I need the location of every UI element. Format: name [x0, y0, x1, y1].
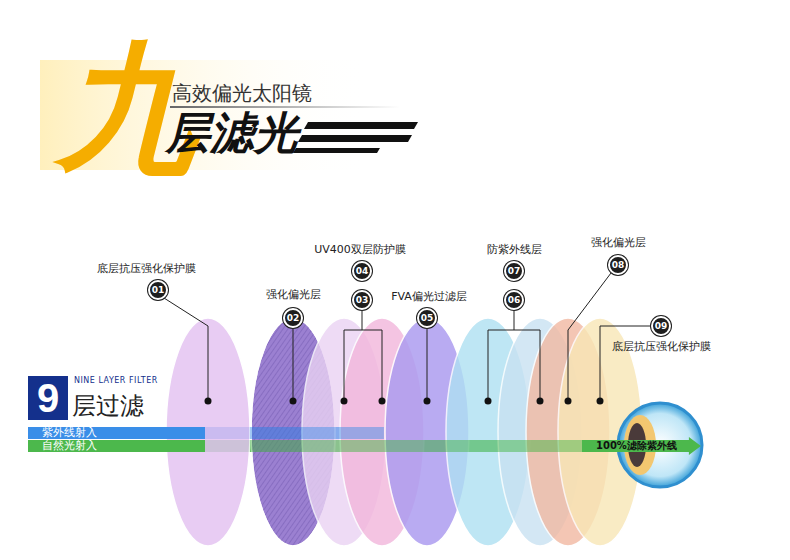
- callout-text: 01: [152, 285, 165, 295]
- part-label: 防紫外线层: [487, 243, 542, 257]
- header-stripe: [304, 122, 418, 129]
- light-band: 紫外线射入: [28, 427, 205, 439]
- part-label: 强化偏光层: [266, 288, 321, 302]
- light-band: 自然光射入: [28, 440, 205, 452]
- leader-dot: [565, 398, 572, 405]
- bracket: [488, 330, 540, 400]
- part-label: 强化偏光层: [591, 236, 646, 250]
- part-label: 底层抗压强化保护膜: [612, 340, 711, 354]
- callout-number: 08: [608, 255, 628, 275]
- leader-line: [514, 311, 515, 330]
- leader-dot: [341, 398, 348, 405]
- callout-number: 03: [352, 290, 372, 310]
- leader-dot: [379, 398, 386, 405]
- header-stripe: [298, 135, 412, 142]
- leader-dot: [597, 398, 604, 405]
- title-text: 层滤光: [166, 108, 298, 158]
- callout-text: 03: [356, 295, 369, 305]
- callout-text: 02: [287, 313, 300, 323]
- part-label: FVA偏光过滤层: [391, 290, 467, 304]
- part-label: UV400双层防护膜: [314, 243, 406, 257]
- header-stripe: [293, 148, 380, 153]
- callout-number: 05: [417, 308, 437, 328]
- callout-text: 04: [356, 266, 369, 276]
- node-text: 自然光射入: [42, 440, 97, 452]
- leader-line: [293, 329, 294, 400]
- leader-line: [427, 329, 428, 400]
- caption-zh: 层过滤: [72, 392, 144, 420]
- leader-dot: [537, 398, 544, 405]
- light-beam: [250, 440, 585, 452]
- part-label: 底层抗压强化保护膜: [97, 262, 196, 276]
- node-text: 紫外线射入: [42, 427, 97, 439]
- callout-number: 06: [504, 290, 524, 310]
- number-badge: 9: [28, 376, 68, 420]
- callout-text: 07: [508, 266, 521, 276]
- leader-dot: [205, 398, 212, 405]
- callout-text: 06: [508, 295, 521, 305]
- leader-dot: [424, 398, 431, 405]
- callout-text: 05: [421, 313, 434, 323]
- callout-number: 09: [651, 316, 671, 336]
- node-text: 9: [37, 378, 59, 418]
- callout-text: 08: [612, 260, 625, 270]
- subtitle: 高效偏光太阳镜: [172, 82, 312, 104]
- callout-text: 09: [655, 321, 668, 331]
- light-beam: [205, 440, 585, 452]
- result-arrow: 100%滤除紫外线: [582, 437, 701, 455]
- arrow-body: [582, 437, 701, 455]
- node-text: 100%滤除紫外线: [596, 440, 687, 452]
- leader-lines: [164, 273, 650, 400]
- callout-number: 07: [504, 261, 524, 281]
- callout-number: 02: [283, 308, 303, 328]
- leader-line: [600, 326, 650, 400]
- caption-en: NINE LAYER FILTER: [74, 376, 158, 386]
- lens-stack: [166, 318, 642, 546]
- callout-number: 01: [148, 280, 168, 300]
- leader-dots: [205, 398, 604, 405]
- uv-beam: [250, 427, 384, 439]
- leader-dot: [290, 398, 297, 405]
- leader-line: [568, 273, 611, 400]
- callout-number: 04: [352, 261, 372, 281]
- bracket: [344, 330, 382, 400]
- leader-dot: [485, 398, 492, 405]
- leader-line: [164, 298, 208, 400]
- leader-line: [362, 311, 363, 330]
